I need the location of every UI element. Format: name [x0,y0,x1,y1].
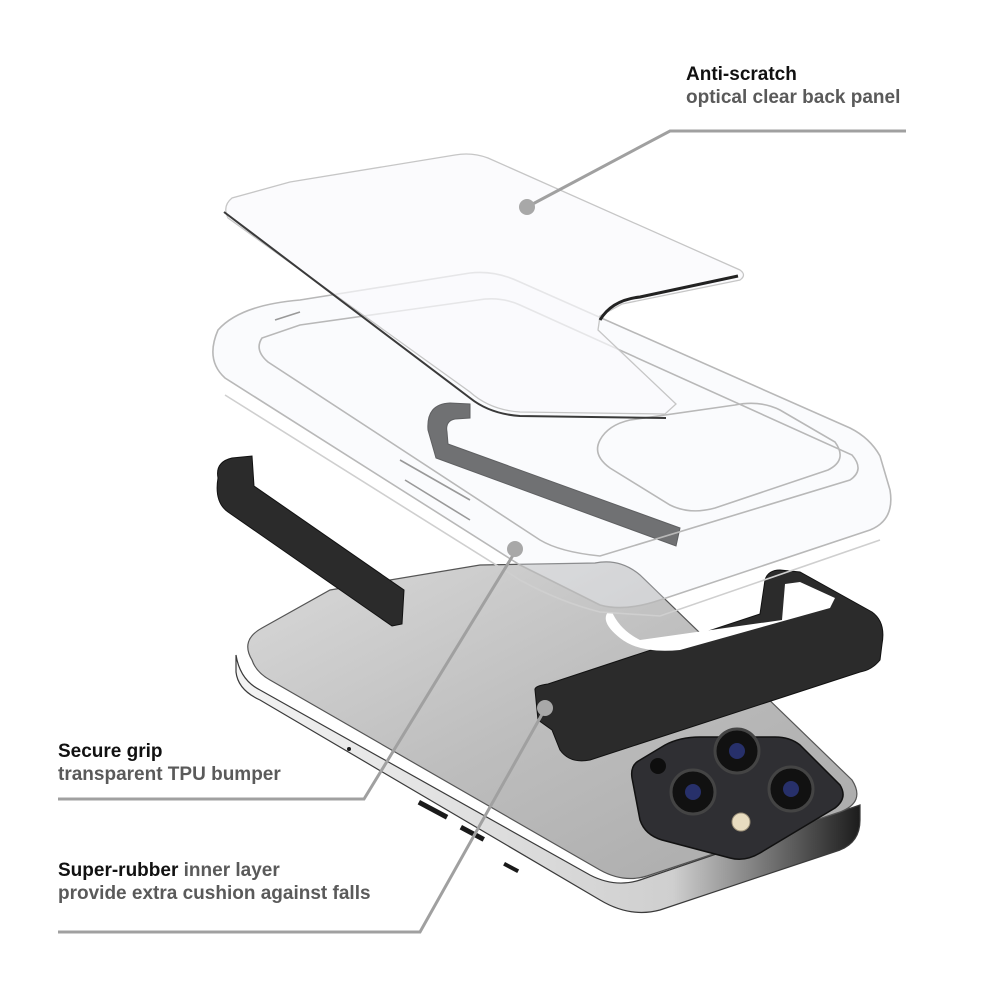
rubber-rail-right-inner [605,582,835,651]
back-panel-edge-dark [223,211,667,419]
leader-line-bumper [58,551,517,801]
callout-title: Secure grip [58,741,163,762]
leader-line-back-panel [526,129,906,209]
back-panel [223,153,745,419]
callout-inner-layer: Super-rubber inner layer provide extra c… [58,860,371,906]
callout-title: Super-rubber [58,860,179,881]
back-panel-edge-cutout [598,274,739,321]
callout-back-panel: Anti-scratch optical clear back panel [686,64,900,110]
callout-subtitle: provide extra cushion against falls [58,882,371,904]
bumper-lower-edge [224,394,881,617]
rubber-rail-top [427,402,681,547]
rubber-rail-left [216,455,405,627]
leader-line-inner-layer [58,708,547,934]
leader-dots [507,199,553,716]
bumper-side-buttons [274,311,471,521]
callout-subtitle: transparent TPU bumper [58,763,281,785]
callout-title-suffix: inner layer [178,860,280,881]
back-panel-sheet [225,153,745,415]
bumper-camera-cutout [596,402,841,512]
camera-flash-icon [731,812,751,832]
callout-subtitle: optical clear back panel [686,86,901,108]
leader-lines [58,129,906,934]
callout-bumper: Secure grip transparent TPU bumper [58,741,281,787]
leader-dot-inner-layer [537,700,553,716]
camera-module [630,727,844,860]
leader-dot-back-panel [519,199,535,215]
rubber-inner-layer [216,402,884,762]
phone-buttons [347,747,520,874]
leader-dot-bumper [507,541,523,557]
camera-sensor-icon [650,758,666,774]
callout-title: Anti-scratch [686,64,797,85]
phone-side [235,654,861,914]
rubber-rail-right [534,569,884,762]
